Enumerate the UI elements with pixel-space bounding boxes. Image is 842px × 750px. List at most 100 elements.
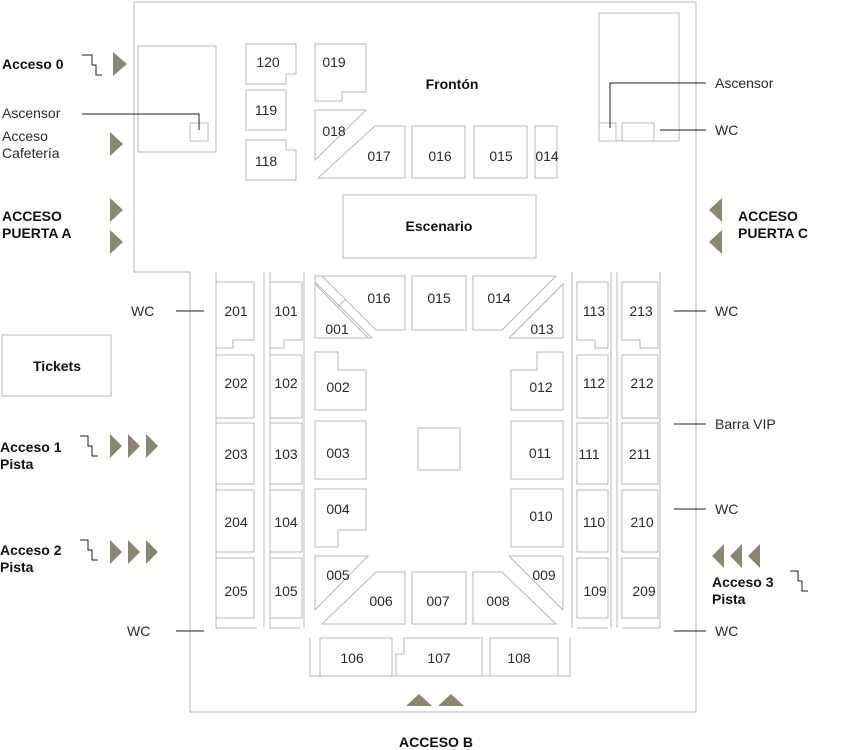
tickets-label: Tickets <box>33 358 81 374</box>
box-203[interactable] <box>215 422 255 485</box>
box-211[interactable] <box>621 422 659 485</box>
box-107-label: 107 <box>427 650 451 666</box>
box-110-label: 110 <box>583 514 606 530</box>
box-120[interactable] <box>245 43 297 85</box>
box-014-label: 014 <box>487 290 511 306</box>
box-018-label: 018 <box>322 123 346 139</box>
acceso-b-label: ACCESO B <box>399 734 473 750</box>
acceso-cafeteria-label-1: Acceso <box>2 128 48 144</box>
stairs-icon <box>80 539 98 561</box>
box-104[interactable] <box>269 489 303 553</box>
box-015-top-label: 015 <box>489 148 513 164</box>
box-017[interactable] <box>316 125 406 179</box>
box-011[interactable] <box>510 420 564 480</box>
box-209[interactable] <box>621 557 659 619</box>
stairs-icon <box>82 54 102 76</box>
box-118[interactable] <box>245 139 297 181</box>
box-016[interactable] <box>320 275 406 331</box>
box-008[interactable] <box>472 571 558 625</box>
box-014-top[interactable] <box>534 125 558 179</box>
box-213-label: 213 <box>629 303 653 319</box>
wc-right-2-label: WC <box>715 501 738 517</box>
box-201-label: 201 <box>224 303 248 319</box>
box-012-label: 012 <box>529 379 553 395</box>
box-015-top[interactable] <box>473 125 528 179</box>
wc-right-1-label: WC <box>715 303 738 319</box>
box-119[interactable] <box>245 89 287 131</box>
box-202[interactable] <box>215 354 255 419</box>
box-210-label: 210 <box>630 514 654 530</box>
box-202-label: 202 <box>224 375 248 391</box>
stairs-icon <box>80 435 98 457</box>
box-119-label: 119 <box>255 102 278 118</box>
box-118-label: 118 <box>255 153 278 169</box>
acceso-2-label-2: Pista <box>0 559 34 575</box>
entry-arrow-icon <box>406 694 432 706</box>
entry-arrow-icon <box>438 694 464 706</box>
box-204[interactable] <box>215 489 255 553</box>
box-111-label: 111 <box>578 446 599 462</box>
entry-arrow-icon <box>128 540 140 564</box>
box-105[interactable] <box>269 557 303 619</box>
box-006[interactable] <box>320 571 406 625</box>
box-101-label: 101 <box>274 303 298 319</box>
box-010[interactable] <box>510 488 564 548</box>
wc-right-top-label: WC <box>715 122 738 138</box>
box-016-top[interactable] <box>411 125 466 179</box>
ascensor-right-box <box>598 122 617 142</box>
box-213[interactable] <box>621 281 659 349</box>
box-109[interactable] <box>576 557 609 619</box>
box-103[interactable] <box>269 422 303 485</box>
box-107[interactable] <box>395 637 483 677</box>
box-009[interactable] <box>507 555 564 612</box>
box-014[interactable] <box>472 275 558 331</box>
box-120-label: 120 <box>256 54 280 70</box>
acceso-puerta-c-label-2: PUERTA C <box>738 225 808 241</box>
box-001-label: 001 <box>325 321 349 337</box>
box-006-label: 006 <box>369 593 393 609</box>
box-012[interactable] <box>510 351 564 411</box>
acceso-0-label: Acceso 0 <box>2 56 64 72</box>
box-016-label: 016 <box>367 290 391 306</box>
acceso-1-label-2: Pista <box>0 456 34 472</box>
box-018[interactable] <box>314 109 368 162</box>
box-205[interactable] <box>215 557 255 619</box>
box-003-label: 003 <box>326 445 350 461</box>
box-003[interactable] <box>314 420 367 480</box>
box-102-label: 102 <box>274 375 298 391</box>
entry-arrow-icon <box>110 198 123 222</box>
tickets-box[interactable] <box>1 334 112 397</box>
wc-left-top-label: WC <box>131 303 154 319</box>
box-113-label: 113 <box>583 303 606 319</box>
acceso-puerta-a-label-1: ACCESO <box>2 208 62 224</box>
box-112[interactable] <box>576 354 609 419</box>
box-108[interactable] <box>489 637 559 677</box>
box-013[interactable] <box>507 282 564 339</box>
box-005[interactable] <box>314 555 370 612</box>
box-007[interactable] <box>411 571 467 625</box>
box-111[interactable] <box>576 422 609 485</box>
entry-arrow-icon <box>110 540 122 564</box>
box-210[interactable] <box>621 489 659 553</box>
box-002[interactable] <box>314 351 367 411</box>
box-108-label: 108 <box>507 650 531 666</box>
entry-arrow-icon <box>146 540 158 564</box>
box-102[interactable] <box>269 354 303 419</box>
box-001[interactable] <box>314 282 370 339</box>
box-004[interactable] <box>314 488 367 548</box>
box-201[interactable] <box>215 281 255 349</box>
box-110[interactable] <box>576 489 609 553</box>
entry-arrow-icon <box>730 544 742 568</box>
box-113[interactable] <box>576 281 609 349</box>
box-106[interactable] <box>319 637 393 677</box>
box-212[interactable] <box>621 354 659 419</box>
entry-arrow-icon <box>128 434 140 458</box>
box-015[interactable] <box>411 275 467 331</box>
box-019[interactable] <box>314 43 367 102</box>
box-019-label: 019 <box>322 54 346 70</box>
acceso-3-label-2: Pista <box>712 591 746 607</box>
box-101[interactable] <box>269 281 303 349</box>
wc-right-bottom-label: WC <box>715 623 738 639</box>
box-002-label: 002 <box>326 379 350 395</box>
wc-right-top-box <box>621 122 655 142</box>
